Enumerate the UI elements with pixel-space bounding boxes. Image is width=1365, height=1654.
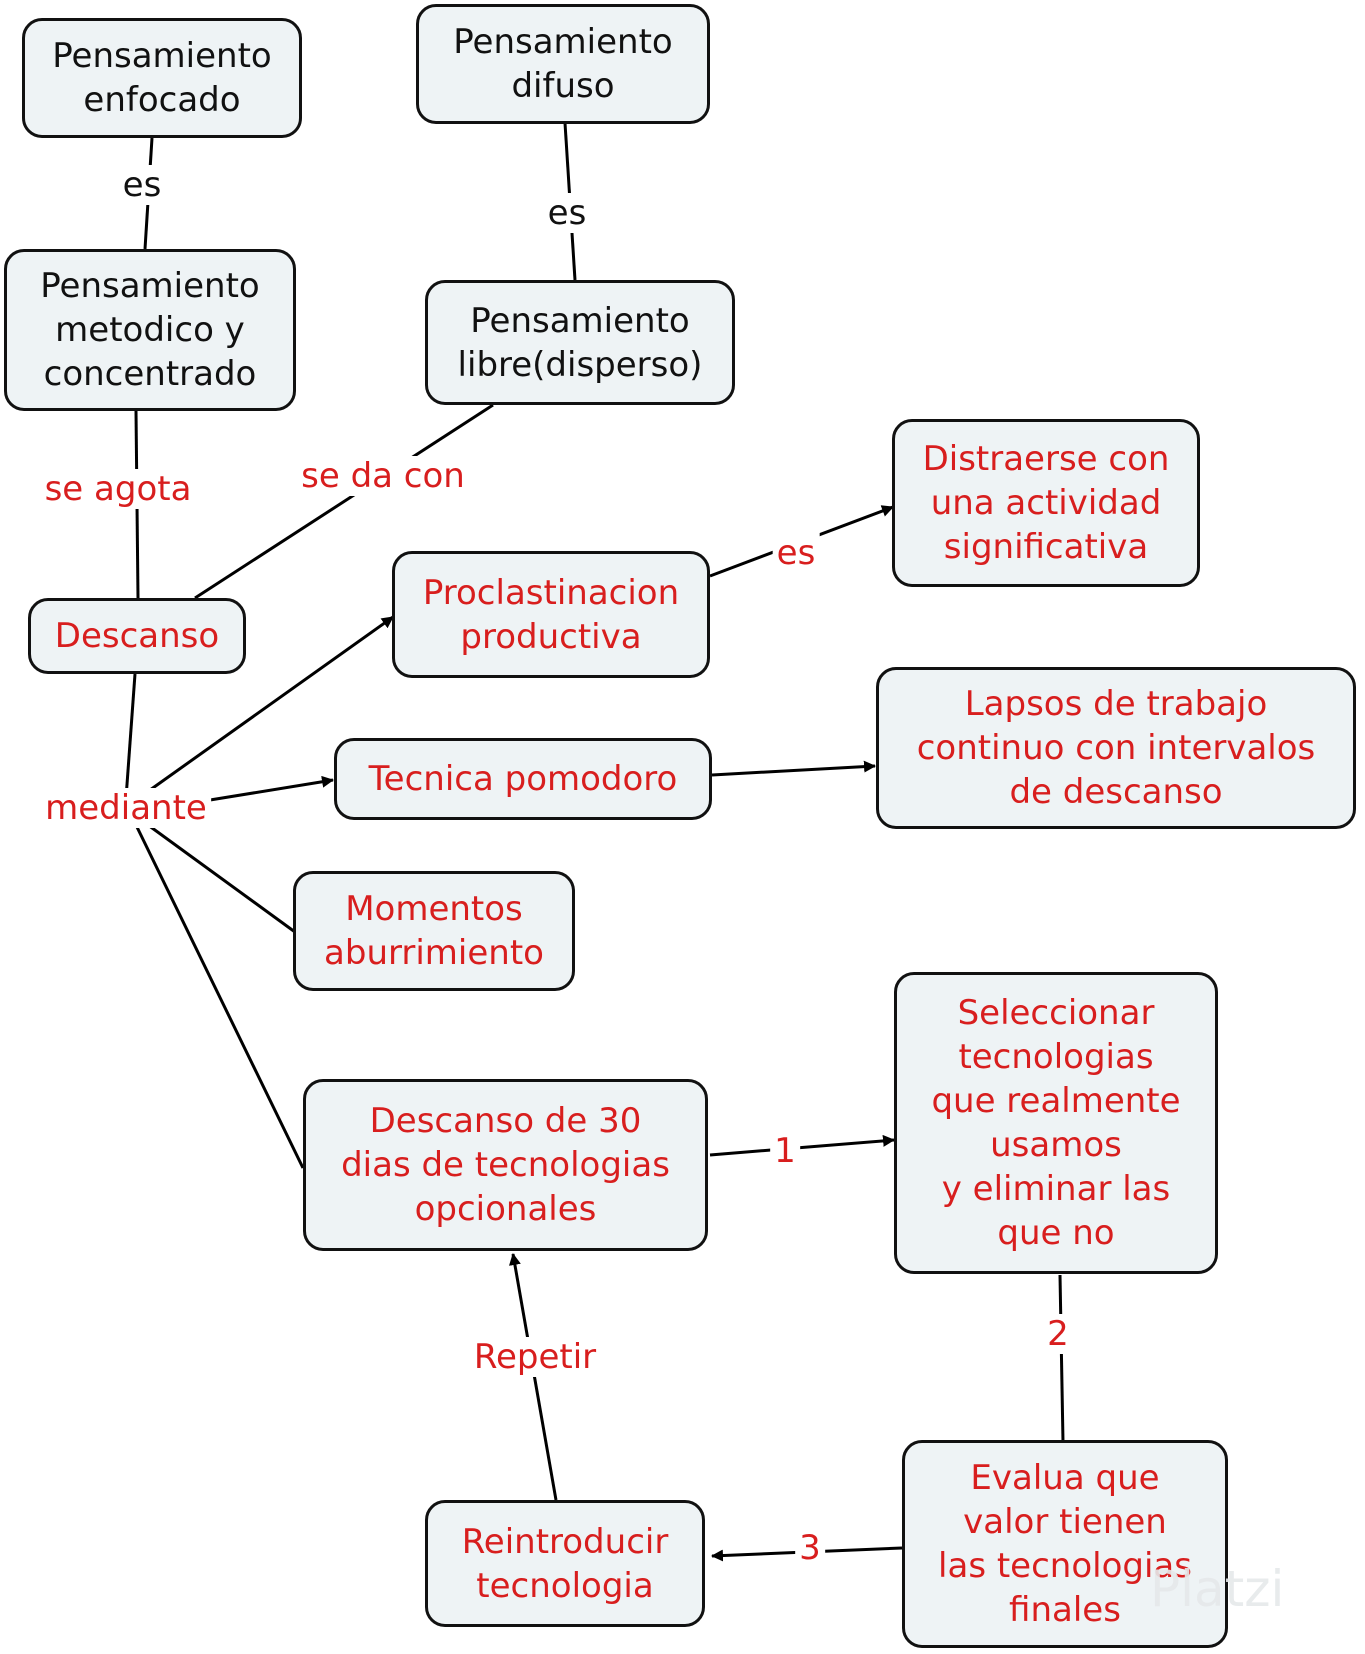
- link-label-step-1: 1: [770, 1131, 800, 1171]
- node-pensamiento-difuso: Pensamiento difuso: [416, 4, 710, 124]
- node-descanso-30: Descanso de 30 dias de tecnologias opcio…: [303, 1079, 708, 1251]
- edge-reintroducir-descanso30: [508, 1253, 558, 1501]
- link-label-es-enfocado: es: [118, 165, 166, 205]
- link-label-es-difuso: es: [543, 193, 591, 233]
- node-pensamiento-libre: Pensamiento libre(disperso): [425, 280, 735, 405]
- edge-seleccionar-evalua: [1058, 1274, 1065, 1443]
- link-label-se-agota: se agota: [40, 469, 196, 509]
- link-label-repetir: Repetir: [469, 1337, 601, 1377]
- platzi-watermark: Platzi: [1150, 1560, 1285, 1618]
- node-descanso: Descanso: [28, 598, 246, 674]
- link-label-step-3: 3: [795, 1528, 825, 1568]
- edge-pomodoro-lapsos: [711, 760, 876, 777]
- node-proclastinacion: Proclastinacion productiva: [392, 551, 710, 678]
- link-label-es-proc: es: [772, 533, 820, 573]
- node-momentos: Momentos aburrimiento: [293, 871, 575, 991]
- link-label-se-da-con: se da con: [297, 456, 469, 496]
- node-lapsos: Lapsos de trabajo continuo con intervalo…: [876, 667, 1356, 829]
- node-evalua: Evalua que valor tienen las tecnologias …: [902, 1440, 1228, 1648]
- node-seleccionar: Seleccionar tecnologias que realmente us…: [894, 972, 1218, 1274]
- node-pensamiento-enfocado: Pensamiento enfocado: [22, 18, 302, 138]
- edge-descanso-libre: [194, 403, 494, 600]
- link-label-step-2: 2: [1043, 1314, 1073, 1354]
- edge-descanso30-seleccionar: [709, 1134, 895, 1157]
- node-tecnica-pomodoro: Tecnica pomodoro: [334, 738, 712, 820]
- edge-mediante-momentos: [147, 823, 296, 934]
- edge-mediante-pomodoro: [209, 775, 334, 802]
- node-distraerse: Distraerse con una actividad significati…: [892, 419, 1200, 587]
- link-label-mediante: mediante: [41, 788, 211, 828]
- node-pensamiento-metodico: Pensamiento metodico y concentrado: [4, 249, 296, 411]
- node-reintroducir: Reintroducir tecnologia: [425, 1500, 705, 1627]
- edge-mediante-proc: [149, 615, 394, 792]
- edge-mediante-descanso30: [134, 824, 305, 1169]
